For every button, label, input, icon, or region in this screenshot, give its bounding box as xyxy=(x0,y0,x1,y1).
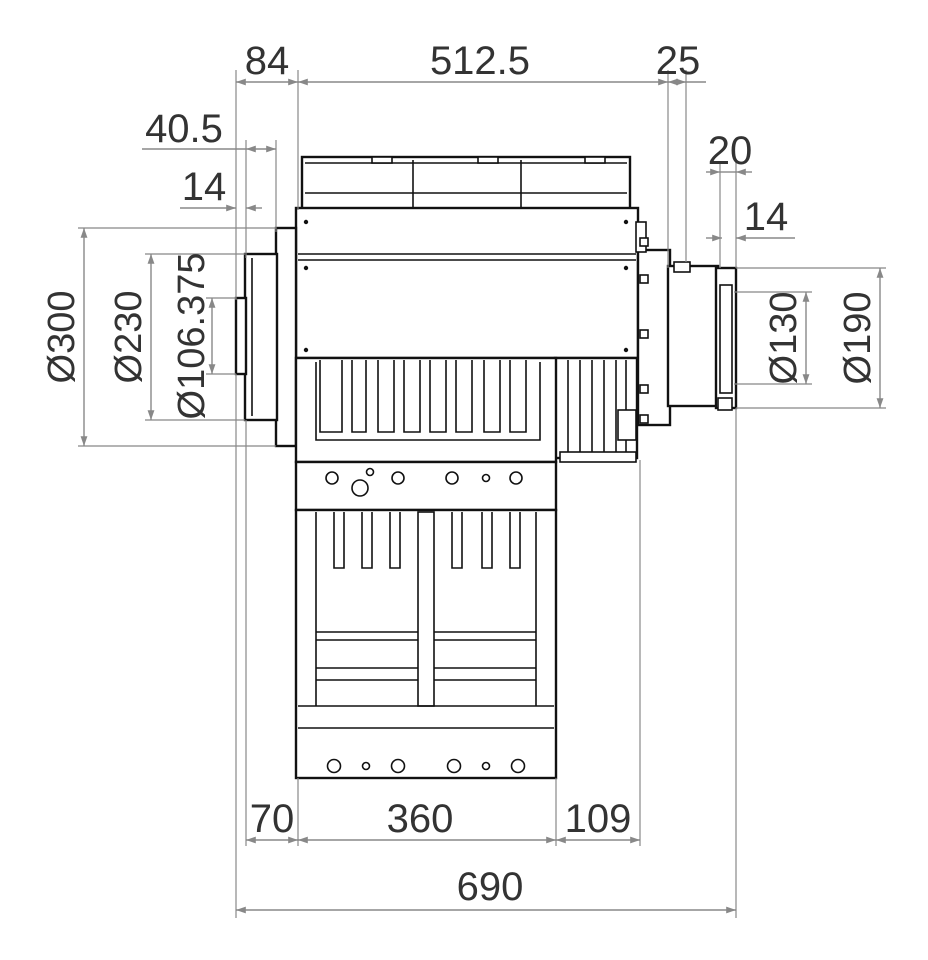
dim-20-label: 20 xyxy=(708,129,753,173)
dim-690-label: 690 xyxy=(457,865,524,909)
dim-40-5-label: 40.5 xyxy=(145,107,223,151)
dim-360-label: 360 xyxy=(387,797,454,841)
right-offset-dimensions: 20 14 xyxy=(706,129,795,268)
dim-25-label: 25 xyxy=(656,39,701,83)
dim-70-label: 70 xyxy=(250,797,295,841)
top-dimensions: 84 512.5 25 xyxy=(235,39,706,300)
dim-14-left-label: 14 xyxy=(182,165,227,209)
left-diameter-dimensions: Ø300 Ø230 Ø106.375 xyxy=(41,227,276,447)
dia-130-label: Ø130 xyxy=(763,292,805,385)
middle-fin-section xyxy=(294,356,558,464)
dia-106-375-label: Ø106.375 xyxy=(171,253,213,420)
left-flange xyxy=(234,226,298,448)
lower-body xyxy=(294,508,558,780)
machine-drawing xyxy=(234,155,738,780)
left-offset-dimensions: 40.5 14 xyxy=(142,107,277,258)
top-filter-boxes xyxy=(300,155,632,211)
dia-190-label: Ø190 xyxy=(837,292,879,385)
dim-109-label: 109 xyxy=(565,797,632,841)
right-diameter-dimensions: Ø130 Ø190 xyxy=(734,267,886,409)
right-duct xyxy=(635,221,738,427)
dim-512-5-label: 512.5 xyxy=(430,39,530,83)
control-panel xyxy=(294,460,558,512)
motor-fins xyxy=(553,356,639,463)
dim-14-right-label: 14 xyxy=(744,195,789,239)
dia-230-label: Ø230 xyxy=(108,291,150,384)
dia-300-label: Ø300 xyxy=(41,291,83,384)
dim-84-label: 84 xyxy=(245,39,290,83)
upper-housing xyxy=(294,206,640,360)
bottom-dimensions: 70 360 109 690 xyxy=(235,374,737,918)
